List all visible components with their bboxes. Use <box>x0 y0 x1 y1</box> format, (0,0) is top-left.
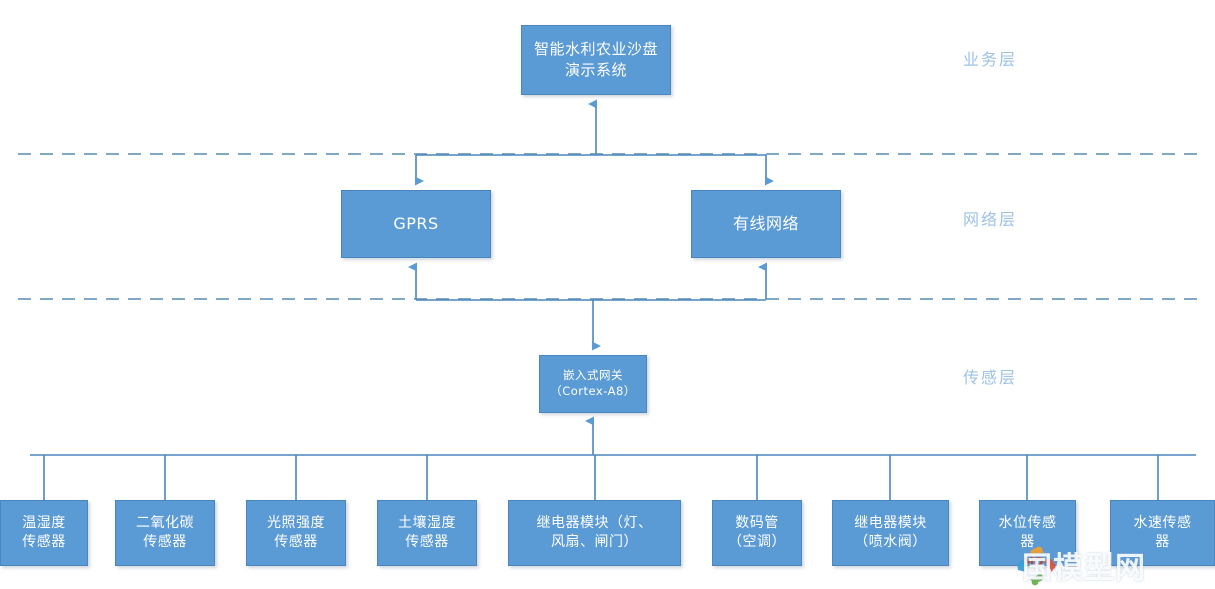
node-relay-module-valve[interactable]: 继电器模块 （喷水阀） <box>832 500 949 566</box>
layer-label-network: 网络层 <box>963 210 1018 229</box>
node-soil-moisture-sensor[interactable]: 土壤湿度 传感器 <box>377 500 477 566</box>
layer-label-business: 业务层 <box>963 50 1018 69</box>
node-water-speed-sensor-label: 水速传感 器 <box>1133 514 1192 550</box>
node-water-speed-sensor[interactable]: 水速传感 器 <box>1110 500 1215 566</box>
layer-label-sensing: 传感层 <box>963 368 1018 387</box>
node-co2-sensor[interactable]: 二氧化碳 传感器 <box>115 500 215 566</box>
node-gprs-label: GPRS <box>393 213 439 233</box>
node-light-sensor-label: 光照强度 传感器 <box>267 514 325 550</box>
node-relay-module-lamp[interactable]: 继电器模块（灯、 风扇、闸门） <box>508 500 681 566</box>
node-wired-network[interactable]: 有线网络 <box>691 190 841 258</box>
node-embedded-gateway-label: 嵌入式网关 （Cortex-A8） <box>550 368 636 398</box>
node-wired-network-label: 有线网络 <box>732 213 799 233</box>
node-digital-tube-ac[interactable]: 数码管 （空调） <box>712 500 802 566</box>
node-temp-humidity-sensor-label: 温湿度 传感器 <box>22 514 66 550</box>
node-business-system-label: 智能水利农业沙盘 演示系统 <box>533 40 658 79</box>
node-co2-sensor-label: 二氧化碳 传感器 <box>136 514 194 550</box>
node-water-level-sensor[interactable]: 水位传感 器 <box>979 500 1076 566</box>
node-temp-humidity-sensor[interactable]: 温湿度 传感器 <box>0 500 88 566</box>
node-business-system[interactable]: 智能水利农业沙盘 演示系统 <box>521 25 671 95</box>
node-relay-module-lamp-label: 继电器模块（灯、 风扇、闸门） <box>536 514 653 550</box>
node-soil-moisture-sensor-label: 土壤湿度 传感器 <box>398 514 456 550</box>
node-water-level-sensor-label: 水位传感 器 <box>998 514 1057 550</box>
node-gprs[interactable]: GPRS <box>341 190 491 258</box>
node-digital-tube-ac-label: 数码管 （空调） <box>728 514 786 550</box>
node-relay-module-valve-label: 继电器模块 （喷水阀） <box>854 514 927 550</box>
node-embedded-gateway[interactable]: 嵌入式网关 （Cortex-A8） <box>539 355 647 413</box>
node-light-sensor[interactable]: 光照强度 传感器 <box>246 500 346 566</box>
